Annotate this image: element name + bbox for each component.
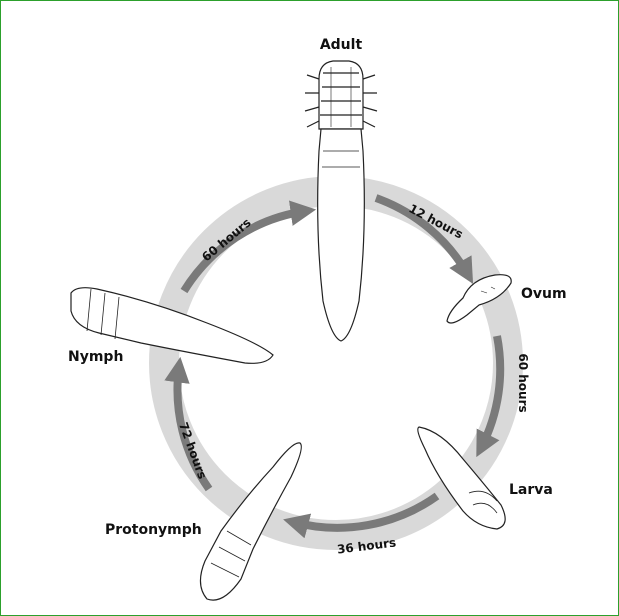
- stage-label-larva: Larva: [509, 482, 553, 498]
- stage-label-nymph: Nymph: [68, 349, 123, 365]
- stage-label-ovum: Ovum: [521, 286, 567, 302]
- stage-label-protonymph: Protonymph: [105, 522, 202, 538]
- stage-label-adult: Adult: [320, 37, 363, 53]
- duration-label-ovum-to-larva: 60 hours: [516, 353, 530, 412]
